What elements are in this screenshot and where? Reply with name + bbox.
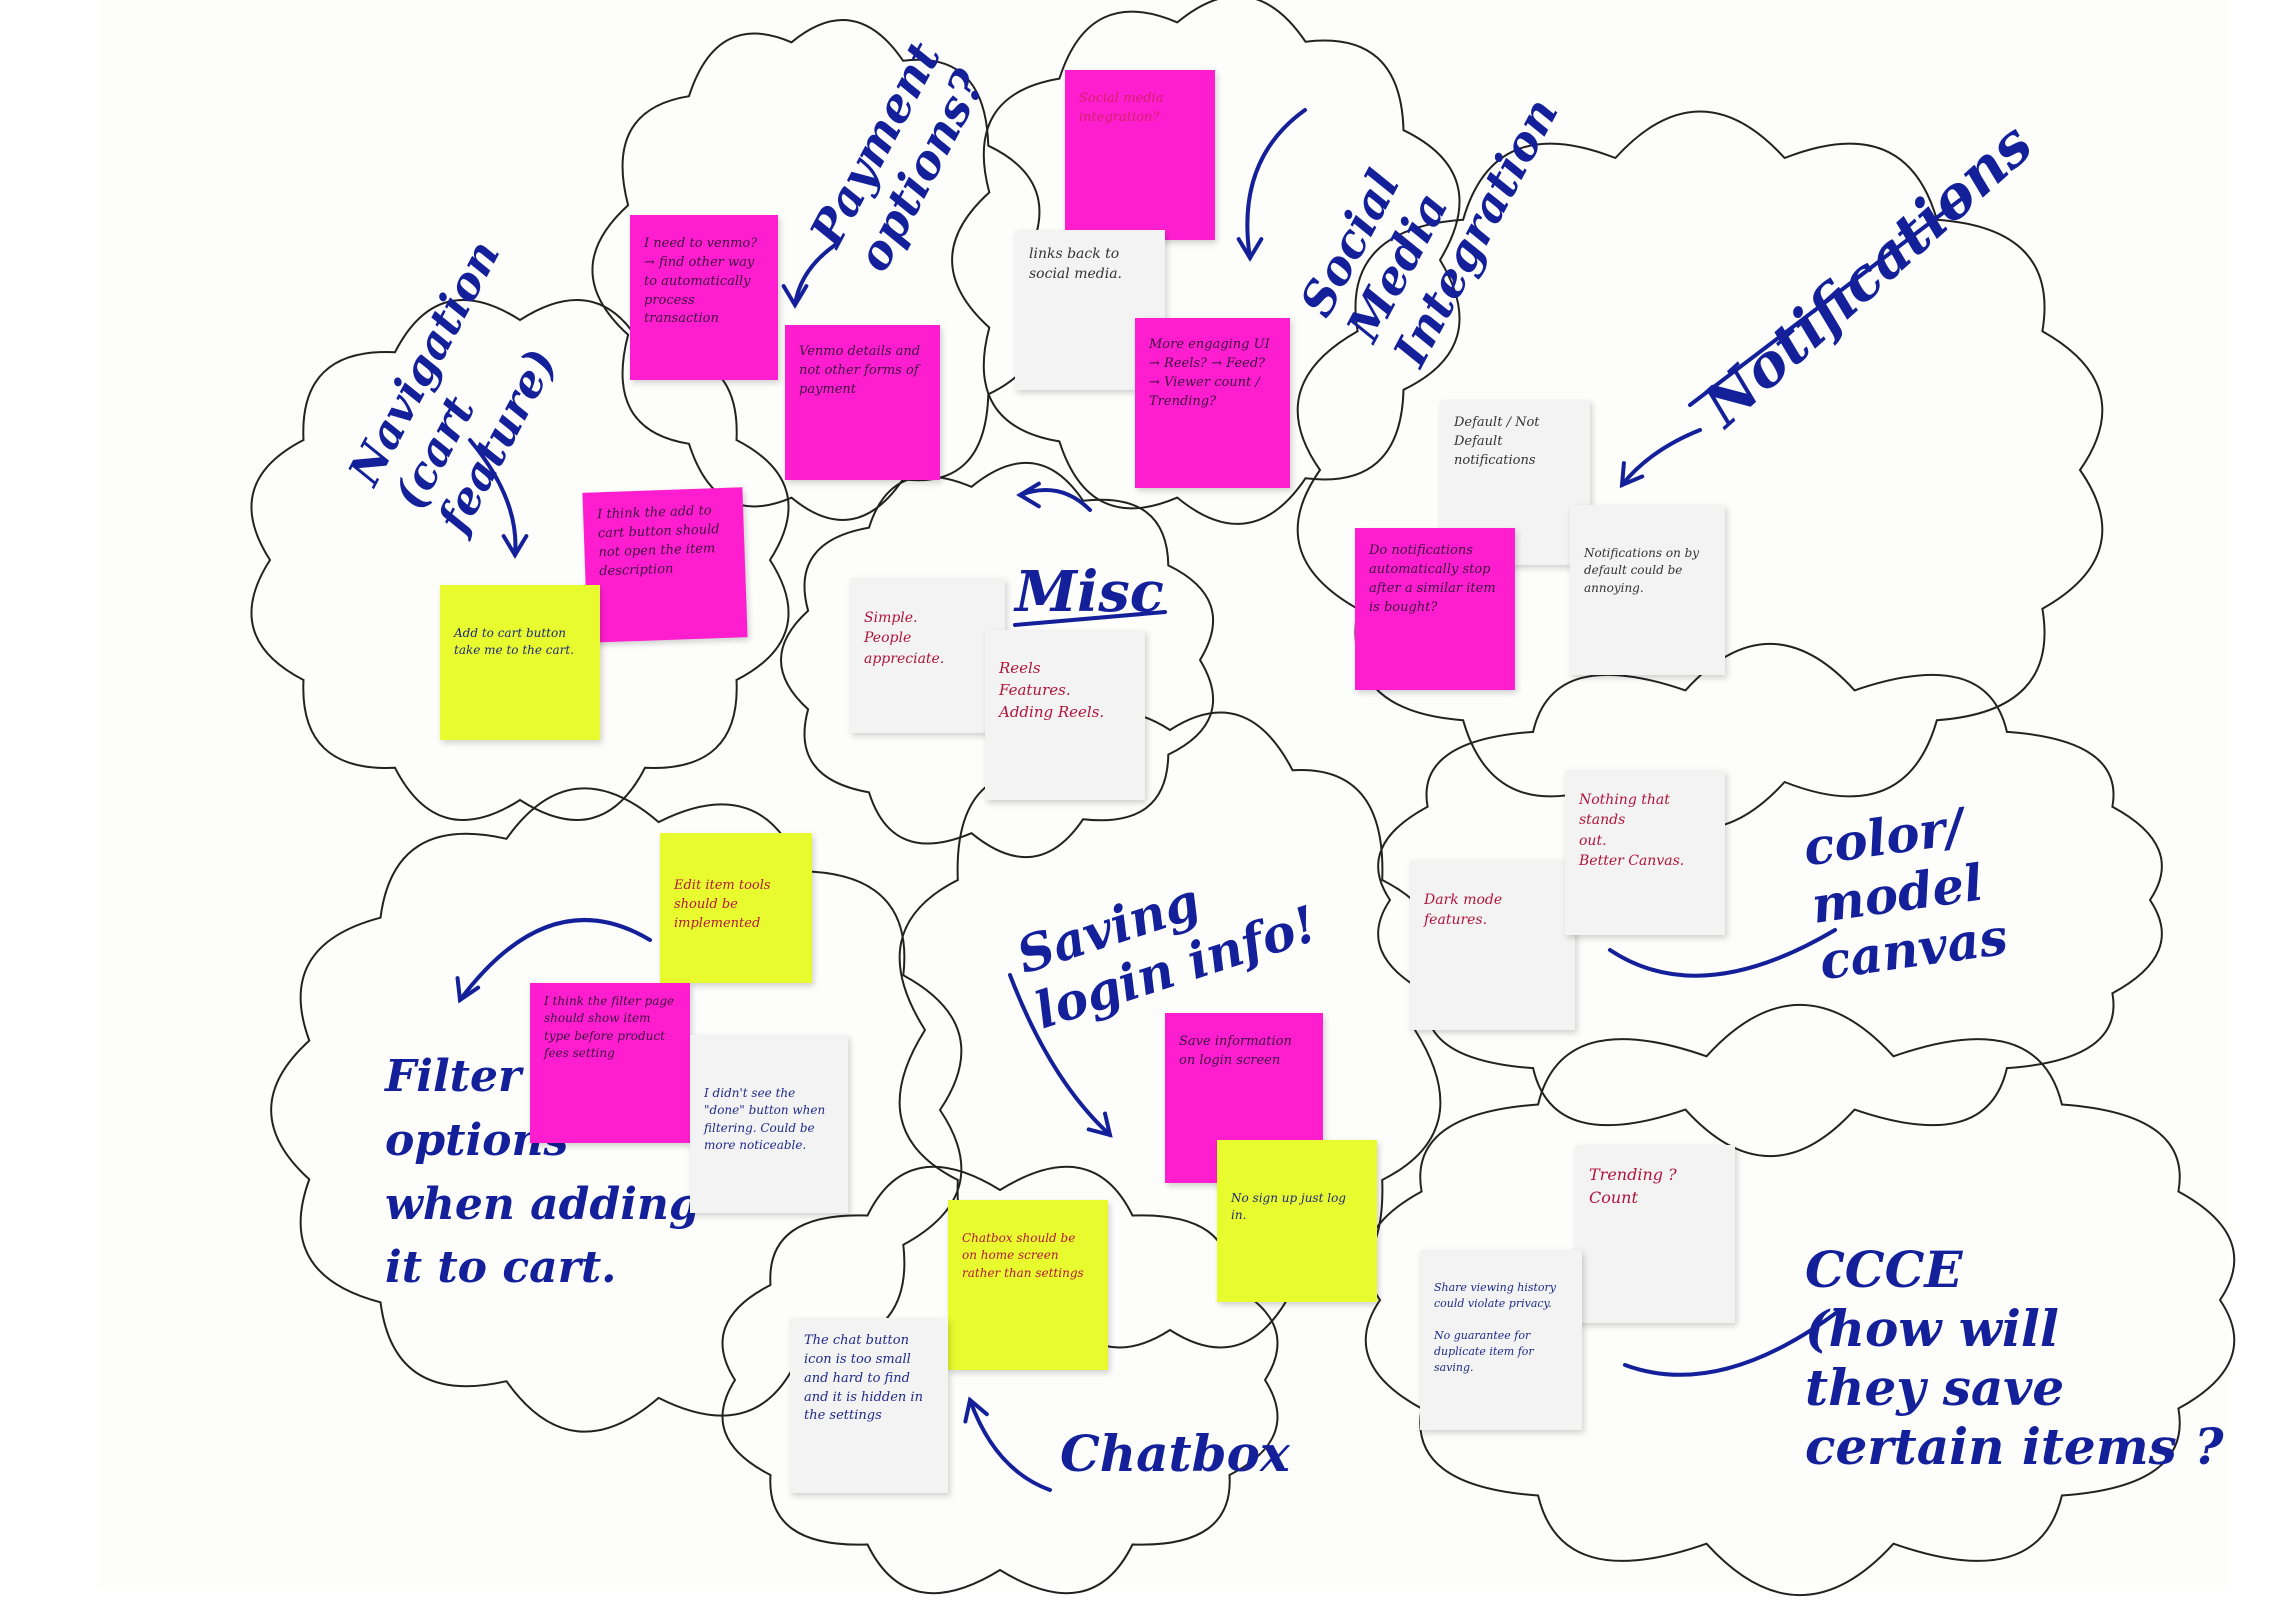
- sticky-note-nav-2: Add to cart button take me to the cart.: [440, 585, 600, 740]
- arrow-chatbox: [963, 1396, 1052, 1492]
- cloud-social: [951, 0, 1461, 525]
- underline-misc: [1013, 610, 1167, 627]
- arrow-notifications: [1619, 428, 1702, 489]
- cloud-misc: [780, 461, 1215, 859]
- underline-color: [1608, 928, 1837, 978]
- sticky-note-notifications-3: Notifications on by default could be ann…: [1570, 505, 1725, 675]
- sticky-note-misc-1: Simple. People appreciate.: [850, 578, 1005, 733]
- label-color-model-canvas: color/ model canvas: [1799, 796, 2012, 992]
- underline-ccce: [1623, 1308, 1842, 1377]
- sticky-note-payment-2: Venmo details and not other forms of pay…: [785, 325, 940, 480]
- arrow-filter: [455, 918, 652, 1004]
- sticky-note-misc-2: Reels Features. Adding Reels.: [985, 630, 1145, 800]
- sticky-note-chatbox-1: Chatbox should be on home screen rather …: [948, 1200, 1108, 1370]
- arrow-social: [1236, 108, 1307, 262]
- sticky-note-social-3: More engaging UI → Reels? → Feed? → View…: [1135, 318, 1290, 488]
- arrow-misc: [1016, 481, 1092, 512]
- label-misc: Misc: [1015, 559, 1164, 625]
- sticky-note-nav-1: I think the add to cart button should no…: [582, 487, 748, 643]
- cloud-notifications: [1296, 110, 2104, 830]
- cloud-ccce: [1364, 1003, 2236, 1597]
- sticky-note-color-2: Nothing that stands out. Better Canvas.: [1565, 770, 1725, 935]
- arrow-navigation: [468, 438, 529, 559]
- label-chatbox: Chatbox: [1060, 1424, 1290, 1483]
- sticky-note-filter-1: Edit item tools should be implemented: [660, 833, 812, 983]
- sticky-note-payment-1: I need to venmo? → find other way to aut…: [630, 215, 778, 380]
- sticky-note-ccce-2: Share viewing history could violate priv…: [1420, 1250, 1582, 1430]
- sticky-note-color-1: Dark mode features.: [1410, 860, 1575, 1030]
- sticky-note-filter-2: I think the filter page should show item…: [530, 983, 690, 1143]
- arrow-payment: [781, 243, 837, 309]
- underline-notifications: [1688, 198, 1962, 407]
- cloud-color: [1377, 643, 2163, 1157]
- arrow-login: [1008, 973, 1113, 1138]
- cloud-chatbox: [721, 1165, 1279, 1595]
- sticky-note-filter-3: I didn't see the "done" button when filt…: [690, 1035, 848, 1213]
- sticky-note-social-1: Social media integration?: [1065, 70, 1215, 240]
- sticky-note-chatbox-2: The chat button icon is too small and ha…: [790, 1318, 948, 1493]
- sticky-note-notifications-2: Do notifications automatically stop afte…: [1355, 528, 1515, 690]
- label-ccce: CCCE (how will they save certain items ?: [1805, 1240, 2224, 1476]
- sticky-note-ccce-1: Trending ? Count: [1575, 1145, 1735, 1323]
- sticky-note-login-2: No sign up just log in.: [1217, 1140, 1377, 1302]
